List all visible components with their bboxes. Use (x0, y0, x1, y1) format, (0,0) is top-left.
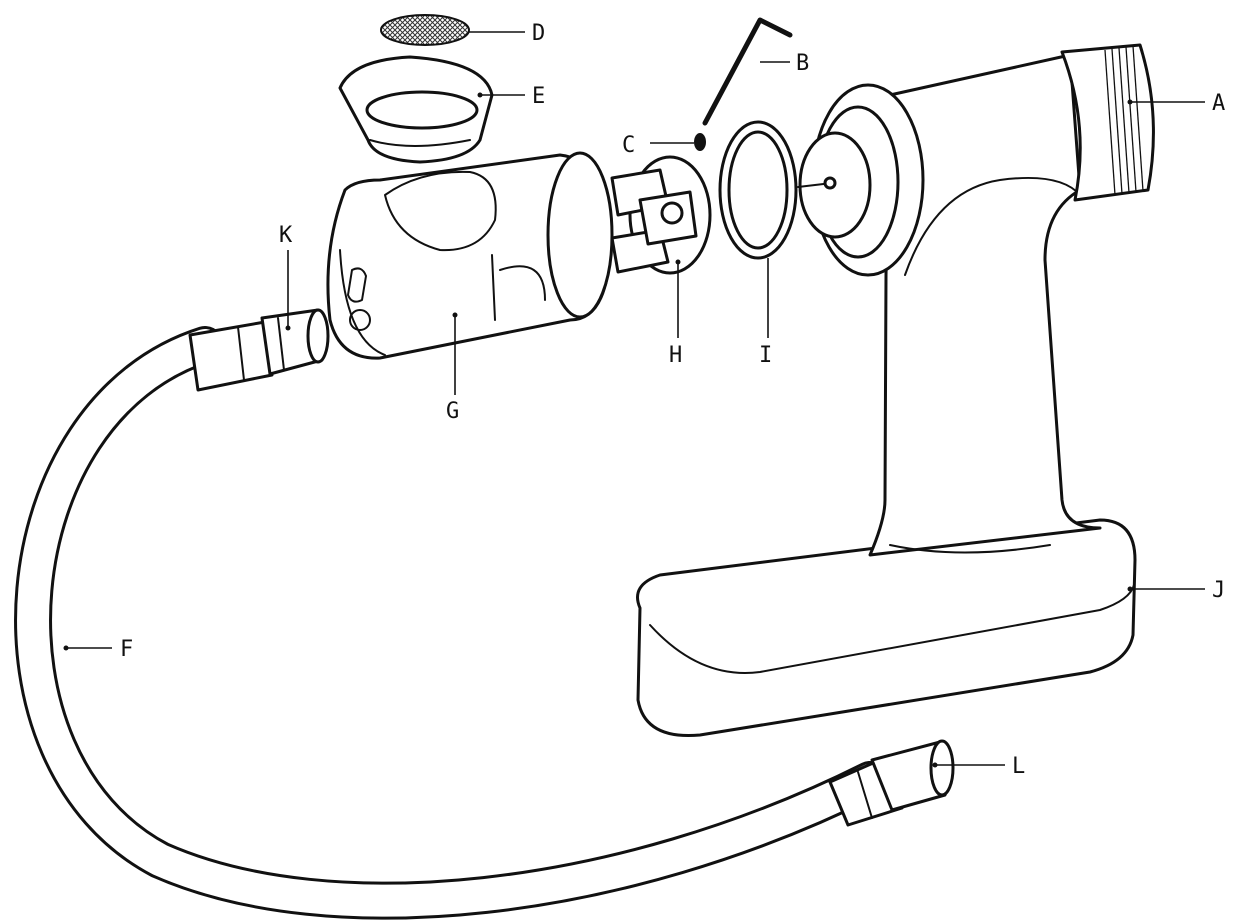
part-h-fan (610, 155, 712, 275)
callout-h: H (669, 343, 682, 368)
callout-e: E (532, 84, 545, 109)
callout-a: A (1212, 91, 1225, 116)
callout-f: F (120, 637, 133, 662)
part-c-pin (694, 133, 706, 151)
part-b-hex-key (702, 17, 793, 126)
callout-i: I (759, 343, 772, 368)
callout-j: J (1212, 578, 1225, 603)
callout-c: C (622, 133, 635, 158)
part-g-chamber (326, 151, 614, 360)
part-i-o-ring (718, 120, 798, 260)
part-a-body (797, 43, 1155, 557)
part-l-connector (828, 739, 955, 827)
part-f-hose (14, 326, 889, 920)
callout-g: G (446, 399, 459, 424)
part-e-cup (338, 55, 494, 164)
callout-b: B (796, 51, 809, 76)
leader-lines (63, 31, 1205, 768)
callout-d: D (532, 21, 545, 46)
part-k-connector (188, 308, 330, 392)
part-d-screen (380, 14, 470, 46)
part-j-base (636, 518, 1137, 738)
callout-l: L (1012, 754, 1025, 779)
callout-k: K (279, 223, 293, 248)
